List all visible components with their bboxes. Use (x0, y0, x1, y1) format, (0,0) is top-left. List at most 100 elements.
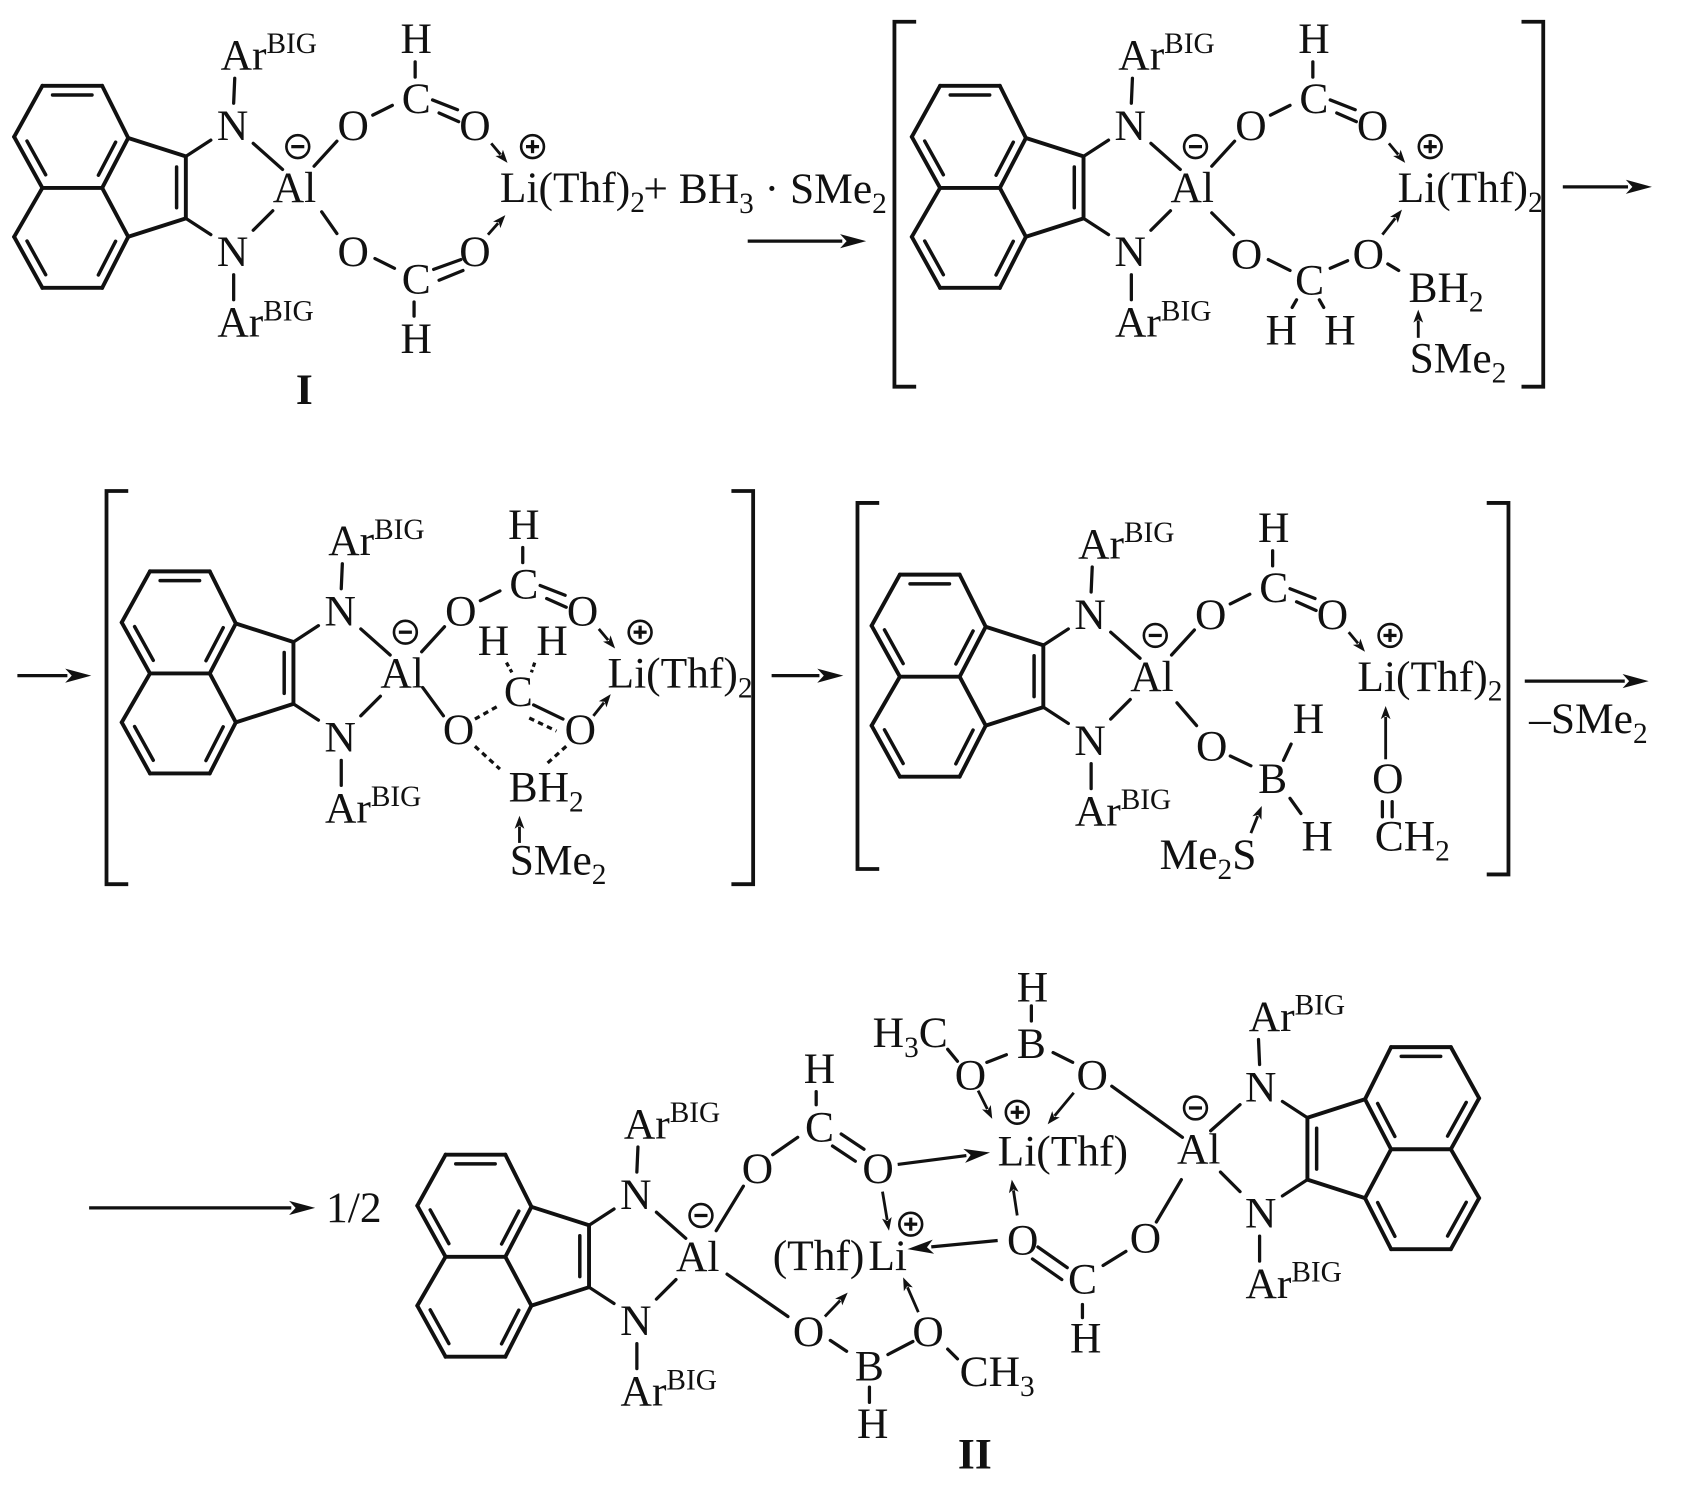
minus-charge-icon (1182, 133, 1209, 160)
bond (714, 1184, 745, 1233)
bond (1294, 600, 1318, 613)
ring-double-bond (25, 239, 48, 277)
cation-label-Li-Thf: Li(Thf) (998, 1128, 1128, 1176)
ring-bond (415, 1203, 448, 1259)
arrow-head-icon (1393, 149, 1406, 163)
atom-label-O: O (955, 1052, 986, 1100)
bond (1041, 627, 1070, 647)
atom-label-Al: Al (1130, 653, 1173, 701)
text-segment: Ar (1115, 299, 1161, 347)
bond (1036, 1245, 1069, 1270)
arrow-shaft (1053, 1091, 1075, 1117)
text-segment: Ar (1245, 1260, 1291, 1308)
atom-label-C: C (509, 561, 538, 609)
bond (1288, 796, 1303, 816)
coordination-arrow (592, 694, 611, 717)
arrow-shaft (597, 628, 610, 642)
subscript: 2 (1469, 287, 1484, 319)
ring-bond (957, 674, 988, 728)
partial-bond (528, 716, 558, 733)
arrow-head-icon (1390, 209, 1402, 223)
ring-bond (869, 723, 902, 779)
bond (478, 589, 502, 603)
ring-bond (207, 621, 238, 676)
coordination-arrow (486, 215, 506, 236)
coordination-arrow (903, 1277, 920, 1313)
substituent-label-ArBIG: ArBIG (217, 295, 313, 346)
atom-label-C: C (805, 1104, 834, 1152)
bond (430, 98, 460, 112)
bond (1280, 1099, 1310, 1120)
ring-bond (869, 674, 902, 728)
arrow-shaft (486, 222, 500, 236)
atom-label-N: N (620, 1297, 651, 1345)
text-segment: H (873, 1009, 904, 1057)
arrow-shaft (592, 701, 606, 717)
bond (538, 583, 567, 597)
minus-charge-icon (1182, 1095, 1209, 1121)
atom-label-Al: Al (1177, 1125, 1220, 1173)
ring-double-bond (1445, 1200, 1468, 1238)
substituent-label-ArBIG: ArBIG (1245, 1257, 1341, 1308)
arrow-head-icon (1252, 805, 1262, 820)
arrow-head-icon (1625, 179, 1652, 194)
atom-label-H: H (804, 1045, 835, 1093)
arrow-head-icon (65, 668, 92, 683)
ring-bond (119, 569, 152, 625)
atom-label-N: N (324, 714, 355, 762)
subscript: 2 (1488, 676, 1503, 708)
charge-circle (627, 619, 653, 645)
coordination-arrow (907, 1238, 998, 1254)
ring-double-bond (132, 624, 155, 663)
bond (531, 703, 565, 721)
atom-label-O: O (338, 102, 369, 150)
bond (1210, 139, 1237, 168)
bond (232, 76, 237, 105)
atom-label-N: N (1074, 591, 1105, 639)
bond (251, 209, 275, 232)
subscript: 2 (630, 187, 645, 219)
bond (1256, 1037, 1262, 1067)
bond (1041, 705, 1070, 726)
atom-label-O: O (912, 1308, 943, 1356)
coordination-arrow (1381, 209, 1402, 236)
atom-label-O: O (565, 706, 596, 754)
substituent-label-ArBIG: ArBIG (1078, 517, 1174, 568)
bond (886, 1339, 915, 1357)
ring-bond (1448, 1147, 1482, 1201)
arrow-head-icon (1008, 1179, 1019, 1194)
ring-bond (119, 620, 152, 676)
coordination-arrow (897, 1148, 991, 1167)
ring-double-bond (428, 1308, 451, 1346)
bond (1109, 697, 1132, 721)
bond (1268, 103, 1292, 117)
atom-label-O: O (1196, 722, 1227, 770)
atom-label-H: H (1293, 695, 1324, 743)
bond (1281, 742, 1293, 762)
bond (1169, 628, 1197, 657)
coordination-arrow (1047, 1091, 1075, 1125)
arrow-head-icon (982, 1104, 993, 1119)
bond (635, 1145, 640, 1174)
plus-charge-icon (627, 619, 653, 645)
group-label-SMe2: SMe2 (510, 836, 607, 891)
partial-bond (505, 661, 514, 674)
coordination-arrow (1008, 1179, 1019, 1216)
superscript: BIG (1124, 517, 1175, 549)
superscript: BIG (263, 295, 314, 327)
bond (1210, 211, 1236, 237)
ring-bond (126, 216, 188, 239)
atom-label-N: N (1245, 1189, 1276, 1237)
bond (725, 1272, 790, 1319)
atom-label-H: H (1266, 306, 1297, 354)
text-segment: · SMe (754, 165, 872, 213)
ring-bond (997, 185, 1028, 239)
subscript: 2 (592, 859, 607, 891)
atom-label-N: N (1115, 102, 1146, 150)
charge-circle (519, 133, 546, 160)
subscript: 3 (1020, 1371, 1035, 1403)
bond (371, 103, 394, 117)
substituent-label-ArBIG: ArBIG (1075, 784, 1171, 835)
ring-double-bond (204, 625, 225, 663)
